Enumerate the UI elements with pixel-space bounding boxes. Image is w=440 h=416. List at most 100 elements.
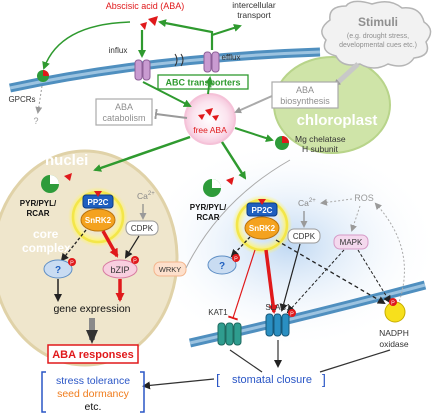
bzip-bubble [102,259,138,279]
free-aba-label: free ABA [193,125,227,135]
pp2c-right-label: PP2C [252,206,273,215]
pp2c-snrk2-right [244,199,280,240]
influx-transporter [134,59,151,81]
pyr-receptor-right [203,177,234,197]
stomatal-closure-label: stomatal closure [232,374,312,386]
arrow-gpcr-down [35,85,43,114]
mg-chelatase-line1: Mg chelatase [295,134,346,144]
aba-biosynthesis-line2: biosynthesis [280,96,330,106]
wrky-label: WRKY [159,265,182,274]
pyr-right-line2: RCAR [196,213,219,222]
arrow-snrk-to-q-right [230,236,251,258]
aba-catabolism-box [95,98,153,126]
bzip-p: P [133,259,137,265]
aba-catabolism-line2: catabolism [102,113,145,123]
aba-biosynthesis-line1: ABA [296,85,314,95]
aba-title: Abscisic acid (ABA) [106,1,185,11]
arrow-kat1-to-closure [229,349,263,373]
ros-label: ROS [354,193,374,203]
pyr-right-line1: PYR/PYL/ [190,203,227,212]
cdpk-left-label: CDPK [131,224,154,233]
efflux-transporter [203,51,220,73]
arrow-nadph-to-closure [319,349,391,373]
etc-label: etc. [85,401,102,413]
q-right-p: P [234,257,238,263]
outcomes-bracket-left [41,371,46,413]
arrow-influx-to-free [142,81,192,107]
ca-left-label: Ca2+ [137,191,155,201]
gene-expression-label: gene expression [53,303,130,315]
inhibit-kat1 [227,249,256,321]
question-left-bubble [43,259,73,279]
q-left-phospho [68,258,76,266]
cdpk-left-box [125,220,159,236]
arrow-ros-to-ca [320,198,353,206]
aba-responses-label: ABA responses [52,349,134,361]
arrow-mapk-to-nadph [357,249,392,304]
core-complex-label-1: core [33,227,59,241]
bzip-label: bZIP [110,265,129,275]
stimuli-arrow [333,62,360,87]
mapk-label: MAPK [340,238,363,247]
arrow-efflux-intercell [211,24,242,36]
wrky-link [185,159,291,269]
question-left-label: ? [55,265,61,276]
slac1-p: P [290,312,294,318]
arrow-efflux-up [158,19,214,50]
pp2c-left-label: PP2C [88,198,109,207]
q-left-p: P [70,261,74,267]
aba-responses-box [47,344,139,364]
mg-chelatase-icon [275,136,289,150]
stimuli-title: Stimuli [358,15,398,29]
arrow-closure-to-responses [142,378,215,390]
arrow-nadph-to-ros [374,202,405,306]
pyr-receptor-left [41,173,72,193]
top-membrane [9,47,321,93]
intercellular-label-2: transport [237,10,271,20]
stomatal-closure-bracket-l: [ [216,371,220,387]
efflux-label: efflux [222,53,241,62]
outcomes-bracket-right [140,371,145,413]
arrow-to-gpcr [42,21,131,70]
ca-right-label: Ca2+ [298,198,316,208]
abc-transporters-label: ABC transporters [165,78,240,88]
kat1-label: KAT1 [208,308,228,317]
pp2c-snrk2-left [80,191,116,232]
arrow-ros-to-mapk [350,205,361,232]
question-right-label: ? [219,261,225,272]
mg-chelatase-line2: H subunit [302,144,339,154]
gpcr-question: ? [33,116,38,126]
arrow-free-to-efflux [205,76,214,95]
seed-dormancy-label: seed dormancy [57,388,130,400]
nucleus-body [0,149,179,367]
slac1-channel [265,313,290,337]
nadph-phospho [389,298,397,306]
inhibit-catabolism [154,108,188,120]
arrow-mapk-to-slac1 [286,249,345,314]
aba-catabolism-line1: ABA [115,102,133,112]
gpcrs-label: GPCRs [8,95,35,104]
nadph-line1: NADPH [379,328,409,338]
stimuli-note-line2: developmental cues etc.) [339,42,417,49]
stimuli-cloud: Stimuli (e.g. drought stress, developmen… [321,0,432,69]
gpcr-receptor [37,70,49,82]
stress-tolerance-label: stress tolerance [56,375,130,387]
q-right-phospho [232,254,240,262]
slac1-label: SLAC1 [265,303,291,312]
free-aba-molecules [198,108,219,121]
stomatal-closure-bracket-r: ] [322,371,326,387]
arrow-snrk-to-slac1 [264,249,278,314]
arrow-snrk-to-bzip [101,230,119,258]
question-right-bubble [207,255,237,275]
nadph-line2: oxidase [379,339,409,349]
intercellular-label-1: intercellular [232,0,276,10]
stimuli-note-line1: (e.g. drought stress, [347,33,409,40]
influx-label: influx [109,46,128,55]
membrane-break [174,53,184,67]
cdpk-right-label: CDPK [293,232,316,241]
cdpk-right-box [287,228,321,244]
abc-transporters-box [157,74,249,90]
core-complex-label-2: complex [22,241,71,255]
wrky-box [153,261,187,277]
